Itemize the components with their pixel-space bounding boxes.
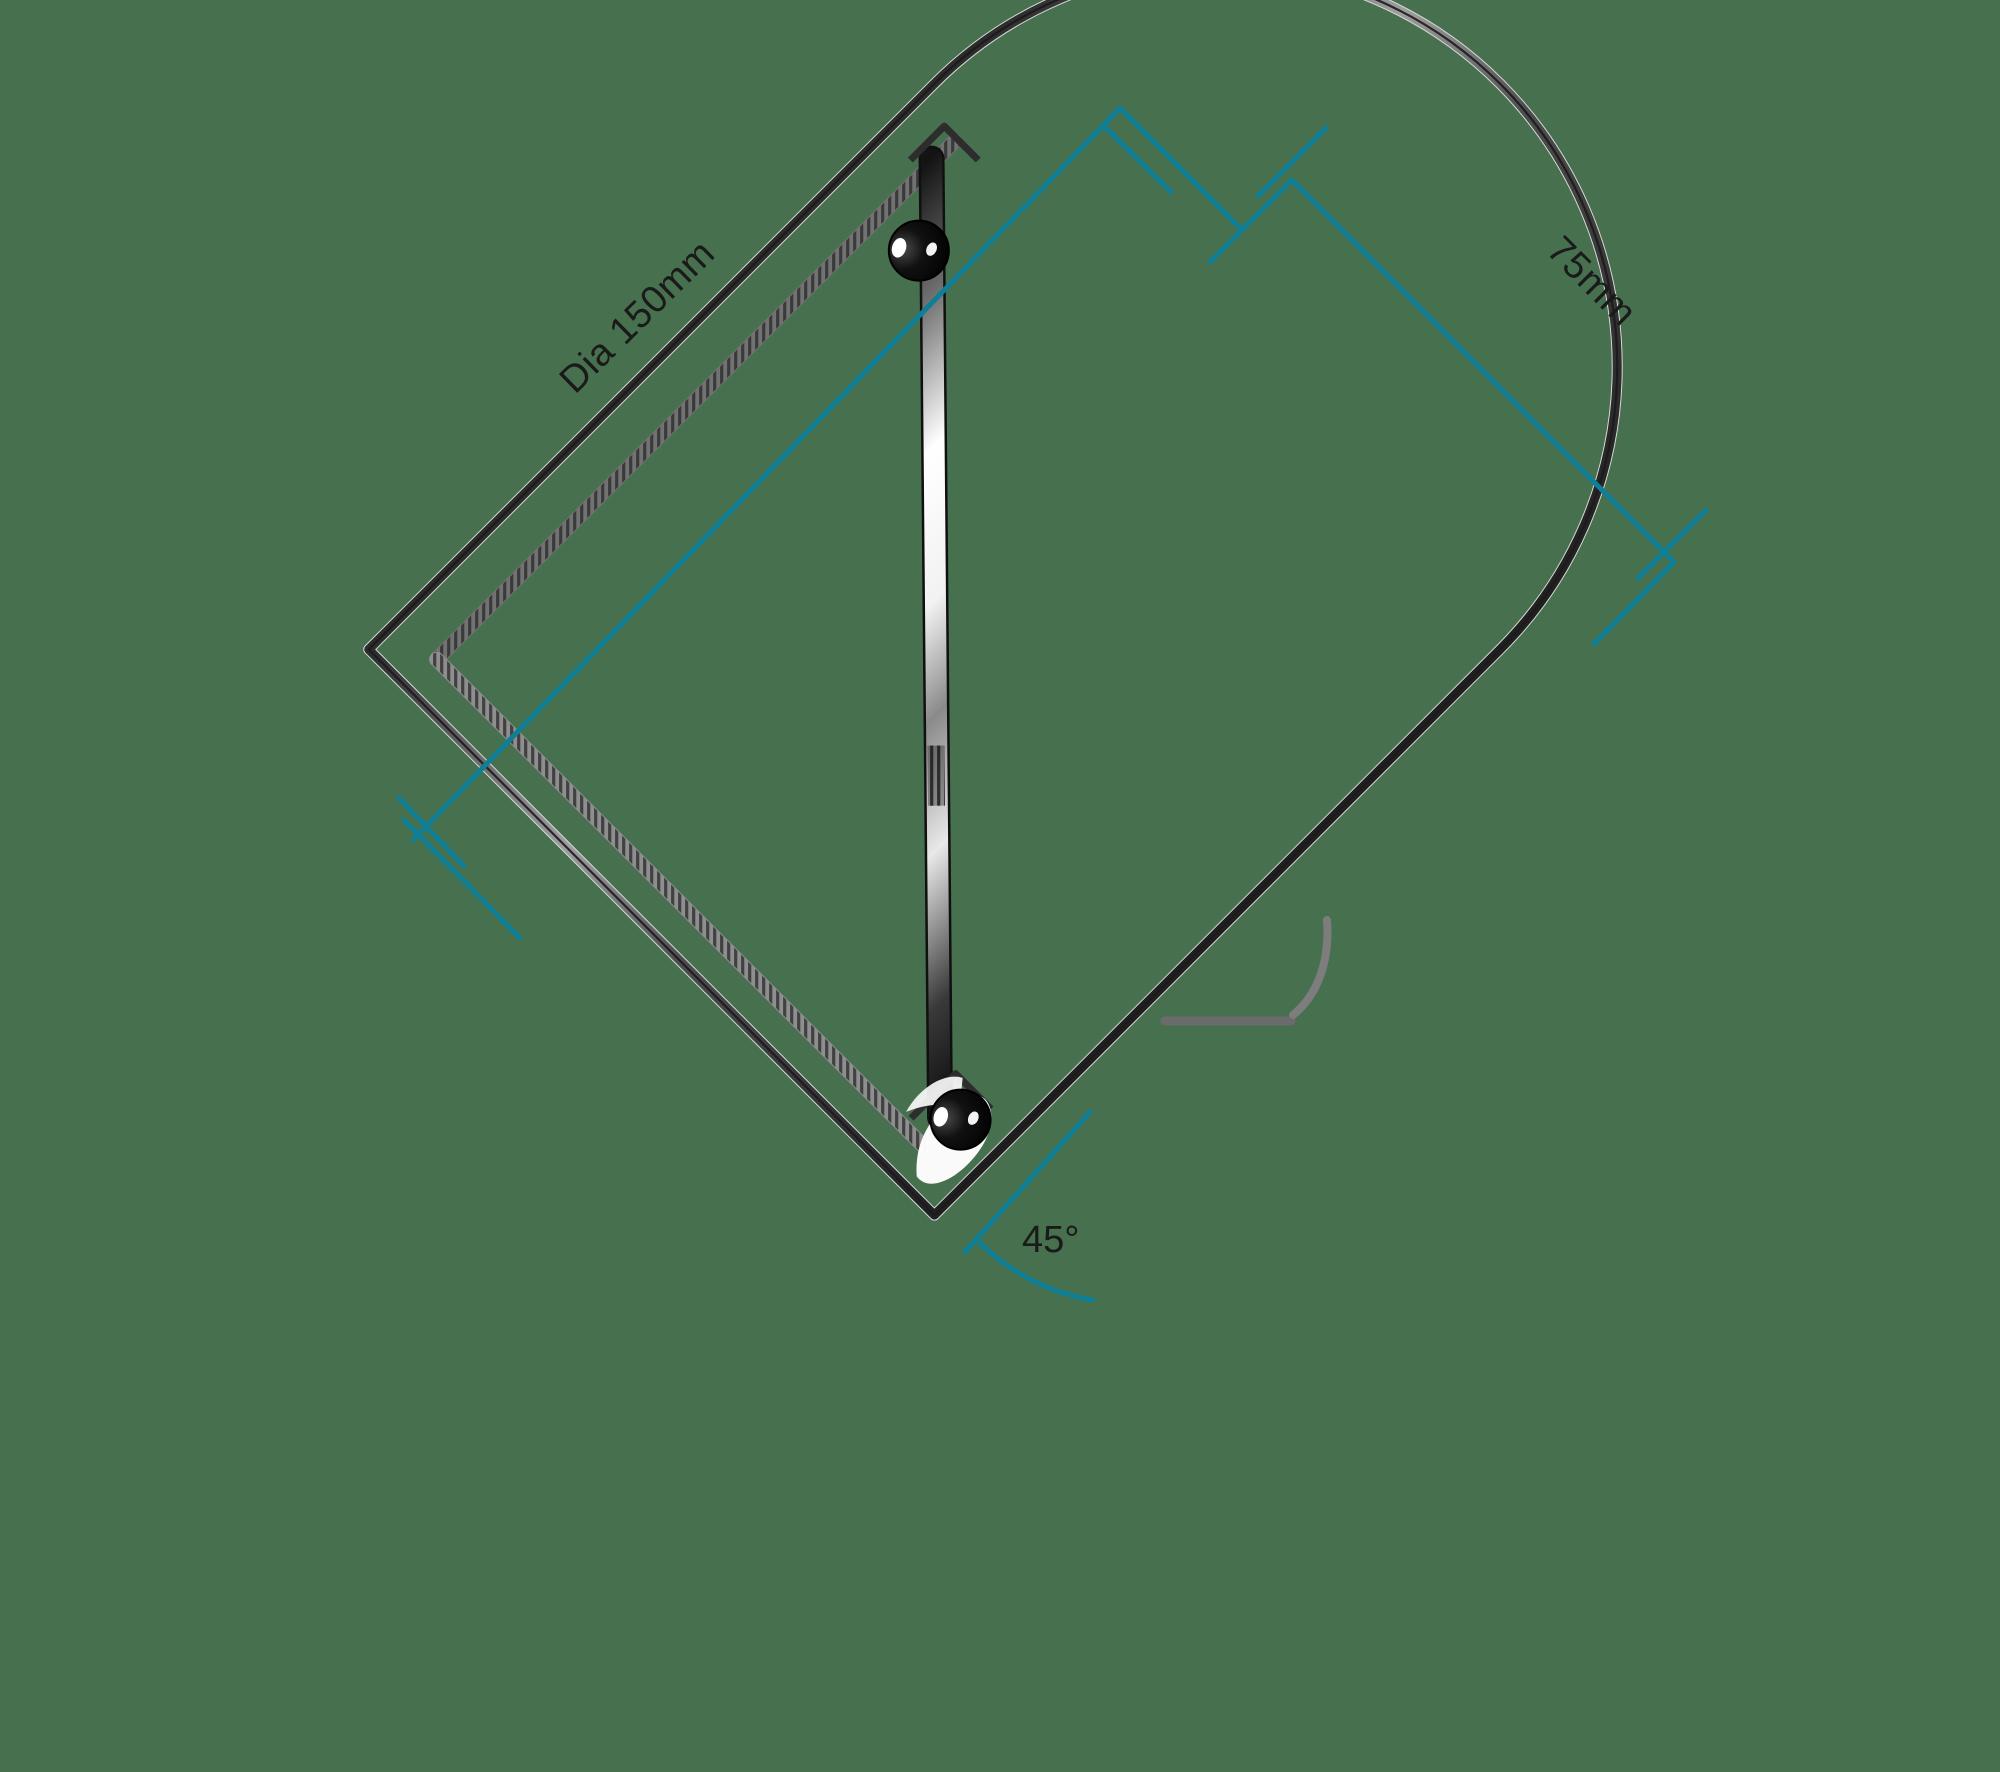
angle-arc-icon	[977, 1240, 1096, 1303]
dimension-tick-icon	[1635, 507, 1709, 581]
frame-assembly	[363, 0, 1623, 1221]
extension-line-diameter-end	[1117, 105, 1243, 231]
extension-line-depth-end	[1591, 559, 1677, 647]
floor-stand	[1091, 916, 1332, 1338]
chrome-rail	[918, 145, 954, 1131]
dimension-tick-icon	[396, 795, 467, 869]
angle-leader-line	[962, 1109, 1093, 1255]
bracket-upper	[907, 122, 981, 163]
dimension-tick-icon	[1255, 125, 1329, 199]
extension-line-diameter-start	[401, 817, 523, 941]
ball-knob-lower[interactable]	[918, 1077, 1003, 1162]
dimension-line-depth	[1289, 177, 1677, 565]
inner-rail	[429, 134, 962, 1155]
extension-line-depth-start	[1207, 177, 1295, 265]
outer-frame	[363, 0, 1623, 1221]
dimension-tick-icon	[1101, 123, 1174, 195]
ball-knob-upper[interactable]	[876, 208, 961, 293]
dimension-angle: 45°	[962, 1109, 1096, 1303]
dimension-line-diameter	[410, 105, 1123, 843]
dimension-label-angle: 45°	[1022, 1219, 1079, 1261]
stand-curved-support	[1289, 916, 1332, 1019]
